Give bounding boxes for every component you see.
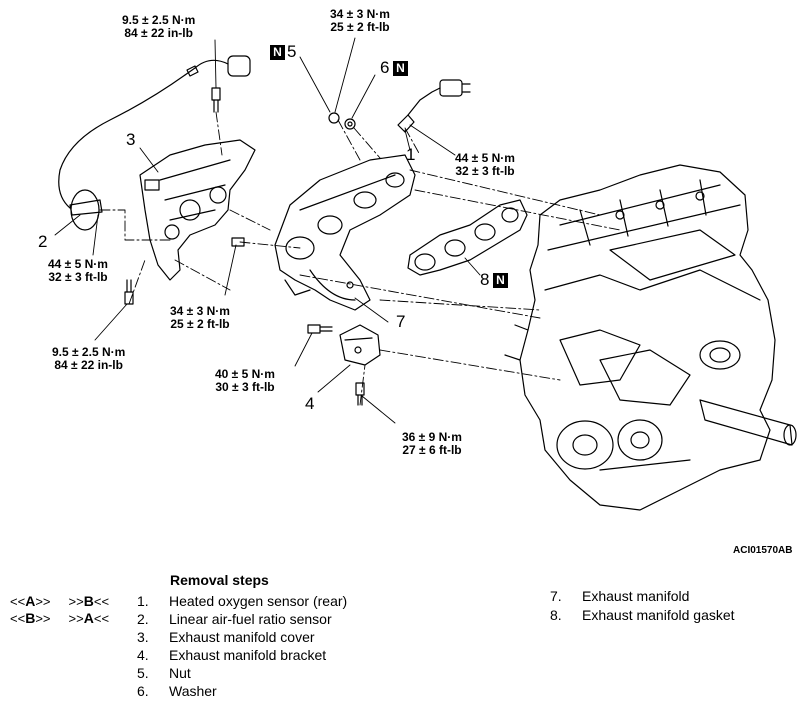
step-text: Exhaust manifold xyxy=(582,588,690,604)
torque-label-t4: 44 ± 5 N·m 32 ± 3 ft-lb xyxy=(48,258,108,284)
code-a: B xyxy=(25,610,36,626)
n-mark-8: N xyxy=(493,273,508,288)
torque-nm: 9.5 ± 2.5 N·m xyxy=(52,345,126,359)
code-b: A xyxy=(83,610,94,626)
step-number: 6. xyxy=(137,683,149,699)
torque-imperial: 27 ± 6 ft-lb xyxy=(402,443,462,457)
torque-imperial: 25 ± 2 ft-lb xyxy=(170,317,230,331)
callout-8: 8 xyxy=(480,270,490,289)
code-post: << xyxy=(93,594,110,609)
code-pre: << xyxy=(10,611,26,626)
torque-nm: 9.5 ± 2.5 N·m xyxy=(122,13,196,27)
figure-id: ACI01570AB xyxy=(733,545,793,556)
callout-7: 7 xyxy=(396,312,406,331)
callout-4: 4 xyxy=(305,394,315,413)
torque-label-t3: 44 ± 5 N·m 32 ± 3 ft-lb xyxy=(455,152,515,178)
exhaust-manifold-gasket xyxy=(407,199,528,276)
step-text: Exhaust manifold bracket xyxy=(169,647,327,663)
callout-1: 1 xyxy=(406,145,416,164)
engine-block xyxy=(504,164,797,511)
step-number: 4. xyxy=(137,647,149,663)
step-number: 1. xyxy=(137,593,149,609)
torque-imperial: 84 ± 22 in-lb xyxy=(54,358,123,372)
code-pre: << xyxy=(10,594,26,609)
torque-imperial: 25 ± 2 ft-lb xyxy=(330,20,390,34)
step-text: Linear air-fuel ratio sensor xyxy=(169,611,332,627)
step-code-row-1: <<A>> >>B<< xyxy=(10,592,109,611)
torque-nm: 40 ± 5 N·m xyxy=(215,367,275,381)
step-text: Heated oxygen sensor (rear) xyxy=(169,593,348,609)
step-number: 2. xyxy=(137,611,149,627)
removal-steps-title: Removal steps xyxy=(170,572,269,588)
code-mid: >> >> xyxy=(35,611,84,626)
torque-imperial: 32 ± 3 ft-lb xyxy=(455,164,515,178)
torque-nm: 34 ± 3 N·m xyxy=(330,7,390,21)
step-number: 7. xyxy=(550,588,562,604)
fasteners xyxy=(124,87,365,406)
torque-label-t6: 9.5 ± 2.5 N·m 84 ± 22 in-lb xyxy=(52,346,125,372)
step-number: 8. xyxy=(550,607,562,623)
step-text: Washer xyxy=(169,683,217,699)
torque-imperial: 30 ± 3 ft-lb xyxy=(215,380,275,394)
linear-air-fuel-ratio-sensor xyxy=(58,55,251,231)
step-number: 3. xyxy=(137,629,149,645)
torque-imperial: 32 ± 3 ft-lb xyxy=(48,270,108,284)
heated-oxygen-sensor-rear xyxy=(397,79,471,133)
exhaust-manifold-bracket xyxy=(339,324,381,366)
code-mid: >> >> xyxy=(35,594,84,609)
torque-label-t7: 40 ± 5 N·m 30 ± 3 ft-lb xyxy=(215,368,275,394)
step-text: Nut xyxy=(169,665,191,681)
callout-3: 3 xyxy=(126,130,136,149)
torque-label-t5: 34 ± 3 N·m 25 ± 2 ft-lb xyxy=(170,305,230,331)
code-a: A xyxy=(25,593,36,609)
n-mark-5: N xyxy=(270,45,285,60)
step-text: Exhaust manifold gasket xyxy=(582,607,735,623)
torque-label-t1: 9.5 ± 2.5 N·m 84 ± 22 in-lb xyxy=(122,14,195,40)
torque-nm: 44 ± 5 N·m xyxy=(455,151,515,165)
code-b: B xyxy=(83,593,94,609)
callout-6: 6 xyxy=(380,58,390,77)
torque-nm: 44 ± 5 N·m xyxy=(48,257,108,271)
torque-nm: 36 ± 9 N·m xyxy=(402,430,462,444)
torque-nm: 34 ± 3 N·m xyxy=(170,304,230,318)
code-post: << xyxy=(93,611,110,626)
callout-2: 2 xyxy=(38,232,48,251)
step-text: Exhaust manifold cover xyxy=(169,629,315,645)
torque-label-t2: 34 ± 3 N·m 25 ± 2 ft-lb xyxy=(330,8,390,34)
n-mark-6: N xyxy=(393,61,408,76)
torque-imperial: 84 ± 22 in-lb xyxy=(124,26,193,40)
step-number: 5. xyxy=(137,665,149,681)
exhaust-manifold-cover xyxy=(139,139,256,281)
exhaust-manifold xyxy=(274,154,416,311)
step-code-row-2: <<B>> >>A<< xyxy=(10,609,109,628)
callout-5: 5 xyxy=(287,42,297,61)
torque-label-t8: 36 ± 9 N·m 27 ± 6 ft-lb xyxy=(402,431,462,457)
exploded-view-diagram xyxy=(54,37,797,511)
